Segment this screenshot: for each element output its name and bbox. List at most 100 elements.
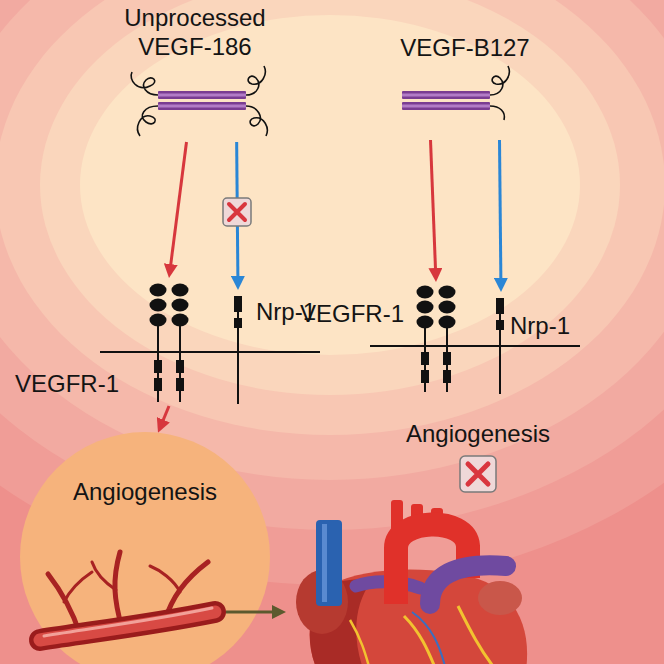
arrow-line — [226, 611, 274, 614]
cell-membrane — [100, 351, 320, 353]
ig-domain — [439, 316, 456, 329]
cell-membrane — [370, 345, 580, 347]
blocked-box — [460, 456, 496, 492]
coronary-vein — [412, 612, 446, 664]
receptor-node: VEGFR-1 — [146, 278, 192, 406]
arrow-connector — [161, 406, 169, 426]
dimer-bar-stripe — [402, 105, 490, 108]
pulmonary-artery — [356, 582, 420, 588]
vena-cava — [316, 520, 342, 606]
ig-domain — [172, 314, 189, 327]
label-box: Angiogenesis — [406, 420, 550, 448]
pulmonary-trunk — [430, 565, 506, 604]
arrow-connector — [170, 142, 187, 271]
dimer-bar-stripe — [158, 94, 246, 97]
ig-domain — [417, 301, 434, 314]
vessel-branch — [92, 562, 116, 590]
dimer-bar — [158, 91, 246, 99]
ig-domain — [150, 284, 167, 297]
aortic-branch — [431, 508, 443, 536]
arrow-connector — [500, 140, 501, 285]
blocked-mark — [460, 456, 496, 492]
kinase-domain — [154, 360, 162, 373]
ring — [40, 0, 620, 395]
coreceptor-stem — [499, 298, 501, 394]
ring — [0, 0, 664, 435]
arrow-connector — [237, 142, 238, 283]
receptor-stem — [424, 327, 426, 392]
heart-ventricles — [310, 570, 527, 664]
ring — [0, 0, 664, 585]
ig-domain — [439, 286, 456, 299]
receptor-stem — [157, 325, 159, 402]
vessel-branch — [115, 552, 122, 628]
kinase-domain — [176, 378, 184, 391]
vena-cava-highlight — [322, 524, 327, 602]
kinase-domain — [176, 360, 184, 373]
coronary-artery — [404, 616, 436, 664]
kinase-domain — [443, 370, 451, 383]
peptide-loop — [131, 72, 158, 95]
outcome-circle: Angiogenesis — [20, 432, 270, 664]
ig-domain — [172, 299, 189, 312]
ig-domain — [172, 284, 189, 297]
node-text: Unprocessed VEGF-186 — [110, 4, 280, 62]
coronary-artery — [458, 606, 496, 664]
peptide-loop — [246, 66, 265, 95]
receptor-node: VEGFR-1 — [412, 282, 460, 396]
receptor-illustration — [100, 284, 320, 405]
ig-domain — [417, 286, 434, 299]
dimer-bar-stripe — [158, 105, 246, 108]
ring-center — [80, 15, 580, 355]
coreceptor-node: Nrp-1 — [490, 292, 512, 398]
kinase-domain — [421, 370, 429, 383]
coreceptor-domain — [234, 296, 242, 312]
aorta — [396, 524, 468, 604]
coreceptor-stem — [237, 296, 239, 404]
vessel-illustration — [40, 552, 215, 640]
ring — [0, 0, 664, 480]
peptide-loop — [246, 106, 267, 136]
vessel-branch — [150, 566, 180, 592]
vessel-tube-inner — [40, 612, 215, 640]
kinase-domain — [443, 352, 451, 365]
dimer-illustration — [131, 66, 267, 136]
node-text: Nrp-1 — [510, 312, 570, 340]
heart-atrium — [478, 581, 522, 615]
vessel-branch — [64, 572, 92, 602]
vessel-tube — [40, 612, 215, 640]
ig-domain — [417, 316, 434, 329]
arrow-head — [272, 605, 286, 619]
ig-domain — [150, 299, 167, 312]
ligand-node: VEGF-B127 — [390, 2, 540, 140]
coreceptor-domain — [496, 298, 504, 314]
receptor-stem — [446, 327, 448, 392]
outcome-label: Angiogenesis — [406, 420, 550, 448]
vessel-highlight — [44, 608, 212, 636]
dimer-bar — [158, 102, 246, 110]
blocked-cross — [229, 204, 245, 220]
kinase-domain — [421, 352, 429, 365]
ig-domain — [150, 314, 167, 327]
dimer-illustration — [402, 66, 509, 120]
vessel-branch — [48, 574, 80, 634]
aortic-branch — [411, 504, 423, 534]
heart-atrium — [296, 570, 348, 634]
blocked-cross — [468, 464, 488, 484]
coronary-artery — [350, 620, 370, 664]
peptide-loop — [490, 66, 509, 95]
node-text: Angiogenesis — [20, 478, 270, 507]
node-text: VEGFR-1 — [15, 370, 119, 398]
ligand-node: Unprocessed VEGF-186 — [110, 2, 280, 142]
dimer-bar — [402, 91, 490, 99]
dimer-bar — [402, 102, 490, 110]
node-text: VEGF-B127 — [390, 34, 540, 63]
node-text: VEGFR-1 — [300, 300, 404, 328]
coreceptor-domain — [496, 320, 504, 330]
peptide-tail — [490, 106, 504, 120]
dimer-bar-stripe — [402, 94, 490, 97]
coreceptor-node: Nrp-1 — [226, 290, 250, 408]
receptor-illustration — [370, 286, 580, 395]
kinase-domain — [154, 378, 162, 391]
